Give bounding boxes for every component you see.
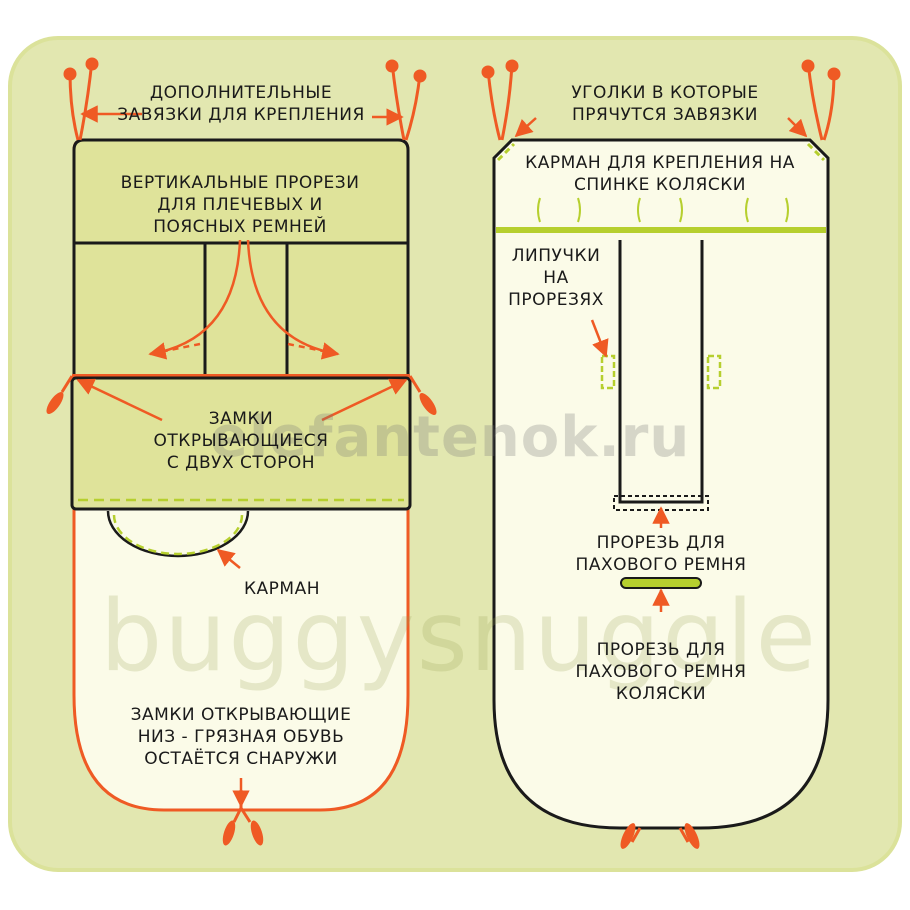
stroller-crotch-slit	[620, 577, 702, 589]
bottom-zippers-label: ЗАМКИ ОТКРЫВАЮЩИЕ НИЗ - ГРЯЗНАЯ ОБУВЬ ОС…	[130, 705, 352, 769]
left-ties-left	[63, 57, 99, 141]
stroller-crotch-slit-label: ПРОРЕЗЬ ДЛЯ ПАХОВОГО РЕМНЯ КОЛЯСКИ	[575, 640, 747, 704]
right-corner-right	[806, 142, 826, 162]
right-bottom-tails	[630, 827, 690, 843]
slits-arrow-left	[149, 239, 242, 356]
zippers-two-sides-label: ЗАМКИ ОТКРЫВАЮЩИЕСЯ С ДВУХ СТОРОН	[153, 409, 329, 473]
slits-arrow-right	[246, 239, 339, 356]
left-ties-right	[385, 59, 427, 141]
right-center-slit	[618, 240, 704, 504]
left-slits-section	[74, 140, 408, 376]
right-corner-left	[496, 142, 516, 162]
left-zipper-pull-right	[408, 375, 422, 393]
right-ties-right	[801, 59, 841, 141]
right-pocket-stitches	[537, 197, 789, 223]
right-ties-left	[481, 59, 519, 141]
left-zipper-pull-left	[60, 375, 74, 393]
stroller-pocket-label: КАРМАН ДЛЯ КРЕПЛЕНИЯ НА СПИНКЕ КОЛЯСКИ	[525, 153, 795, 195]
velcro-label: ЛИПУЧКИ НА ПРОРЕЗЯХ	[508, 246, 604, 310]
right-sleeping-bag-body	[492, 138, 830, 830]
vertical-slits-label: ВЕРТИКАЛЬНЫЕ ПРОРЕЗИ ДЛЯ ПЛЕЧЕВЫХ И ПОЯС…	[120, 173, 360, 237]
pocket-label: КАРМАН	[243, 579, 321, 599]
left-panel	[46, 57, 437, 846]
right-panel	[481, 59, 841, 849]
crotch-slit-label: ПРОРЕЗЬ ДЛЯ ПАХОВОГО РЕМНЯ	[575, 533, 747, 575]
left-pocket	[106, 510, 250, 558]
velcro-right	[706, 354, 722, 390]
corners-label: УГОЛКИ В КОТОРЫЕ ПРЯЧУТСЯ ЗАВЯЗКИ	[571, 83, 759, 125]
ties-label: ДОПОЛНИТЕЛЬНЫЕ ЗАВЯЗКИ ДЛЯ КРЕПЛЕНИЯ	[117, 83, 365, 125]
left-zipper-flap	[70, 376, 412, 511]
